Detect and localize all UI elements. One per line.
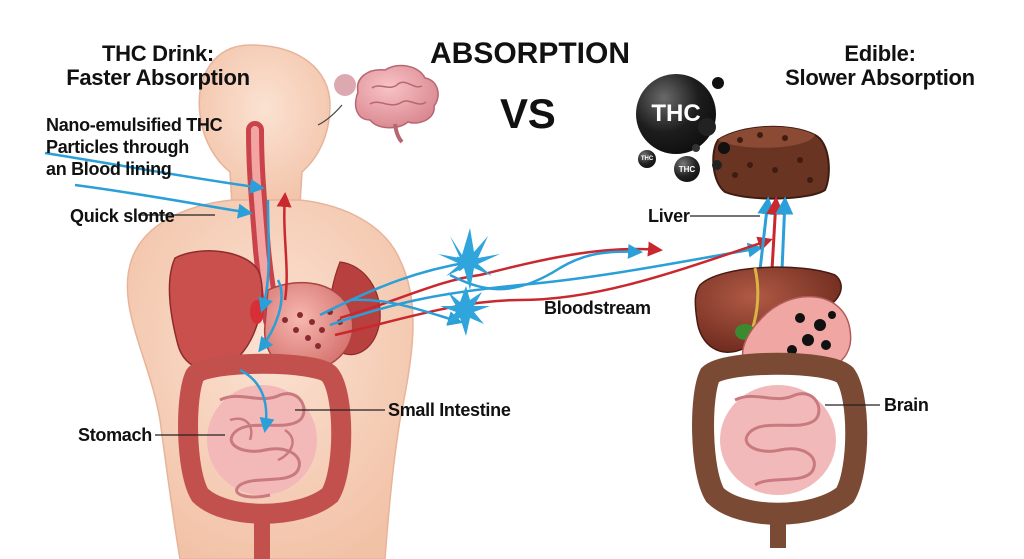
blue-absorption-paths — [44, 151, 283, 433]
small-intestine-right — [720, 385, 836, 495]
thc-particle — [698, 118, 716, 136]
brownie-icon — [712, 125, 830, 200]
small-intestine-left — [207, 385, 317, 499]
thc-particle — [712, 160, 722, 170]
vessels-right — [757, 196, 794, 271]
stomach-label: Stomach — [78, 425, 152, 445]
label-leader-lines — [138, 214, 880, 436]
liver-label: Liver — [648, 206, 690, 226]
thc-particle — [692, 144, 700, 152]
red-blood-paths-left — [276, 192, 292, 301]
cannabis-leaf-icon — [438, 228, 500, 336]
vs-label: VS — [500, 90, 556, 137]
brain-icon — [334, 64, 439, 144]
large-intestine-left — [178, 353, 352, 559]
bloodstream-arrows — [319, 236, 773, 337]
left-heading: THC Drink: Faster Absorption — [66, 41, 250, 90]
small-intestine-label: Small Intestine — [388, 400, 511, 420]
nano-note: Nano-emulsified THC Particles through an… — [46, 115, 223, 179]
brain-label: Brain — [884, 395, 929, 415]
large-intestine-right — [692, 352, 868, 548]
thc-particle — [712, 77, 724, 89]
page-title: ABSORPTION — [430, 37, 631, 70]
thc-particle — [718, 142, 730, 154]
thc-sphere-small: THC — [638, 150, 656, 168]
quick-label: Quick slonte — [70, 206, 175, 226]
thc-sphere-small: THC — [674, 156, 700, 182]
bloodstream-label: Bloodstream — [544, 298, 651, 318]
thc-sphere-large: THC — [636, 74, 716, 154]
stomach-organ — [250, 281, 354, 373]
right-heading: Edible: Slower Absorption — [785, 41, 975, 90]
